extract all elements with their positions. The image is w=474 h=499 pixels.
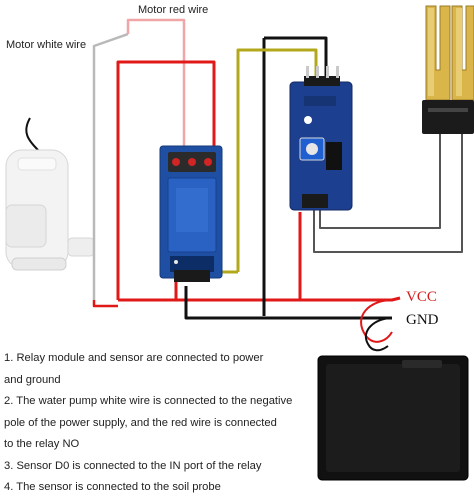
- gnd-black-wire: [184, 286, 392, 320]
- note-line: 2. The water pump white wire is connecte…: [4, 395, 293, 407]
- probe-wire-1: [319, 120, 441, 229]
- wires: [92, 18, 463, 320]
- gnd-label: GND: [406, 312, 439, 328]
- sensor-module: [289, 66, 353, 211]
- note-line: pole of the power supply, and the red wi…: [4, 416, 277, 429]
- note-line: to the relay NO: [4, 438, 80, 450]
- soil-probe: [422, 5, 474, 134]
- battery-box: [317, 299, 469, 481]
- instruction-notes: 1. Relay module and sensor are connected…: [4, 348, 314, 499]
- relay-red-wire-left: [116, 60, 216, 300]
- note-line: and ground: [4, 373, 61, 386]
- motor-white-wire-label: Motor white wire: [6, 39, 87, 51]
- note-line: 4. The sensor is connected to the soil p…: [4, 481, 221, 493]
- motor-white-wire: [92, 32, 129, 300]
- note-line: 3. Sensor D0 is connected to the IN port…: [4, 459, 262, 472]
- relay-module: [159, 145, 223, 282]
- water-pump: [5, 117, 95, 271]
- vcc-red-wire: [118, 296, 401, 302]
- probe-wire-2: [313, 122, 463, 253]
- vcc-label: VCC: [406, 289, 437, 305]
- note-line: 1. Relay module and sensor are connected…: [4, 352, 264, 364]
- motor-pink-wire: [126, 18, 186, 160]
- motor-red-wire-label: Motor red wire: [138, 4, 209, 16]
